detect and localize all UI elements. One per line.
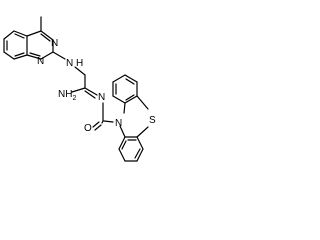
atom-o-carbonyl: O	[84, 123, 92, 134]
atom-n-phenothiazine: N	[115, 118, 122, 129]
guanidine-linker	[52, 51, 104, 122]
atom-nh2: NH2	[58, 89, 76, 102]
quinazoline-benzo-ring	[3, 30, 28, 60]
phenothiazine-lower-ring	[118, 136, 144, 162]
phenothiazine-upper-ring	[112, 74, 149, 114]
atom-h-amine: H	[76, 58, 83, 69]
atom-n-quinazoline-1: N	[37, 56, 44, 67]
molecule-svg: N N N H NH2 N O N S	[3, 16, 156, 162]
quinazoline-pyrimidine-ring	[26, 16, 54, 60]
phenothiazine-central-ring	[119, 125, 149, 138]
carbonyl-group	[92, 120, 114, 131]
structure-diagram: N N N H NH2 N O N S	[0, 0, 173, 179]
atom-n-amine: N	[66, 58, 73, 69]
atom-s-phenothiazine: S	[149, 115, 156, 126]
atom-n-quinazoline-3: N	[51, 38, 58, 49]
atom-n-imine: N	[98, 92, 105, 103]
